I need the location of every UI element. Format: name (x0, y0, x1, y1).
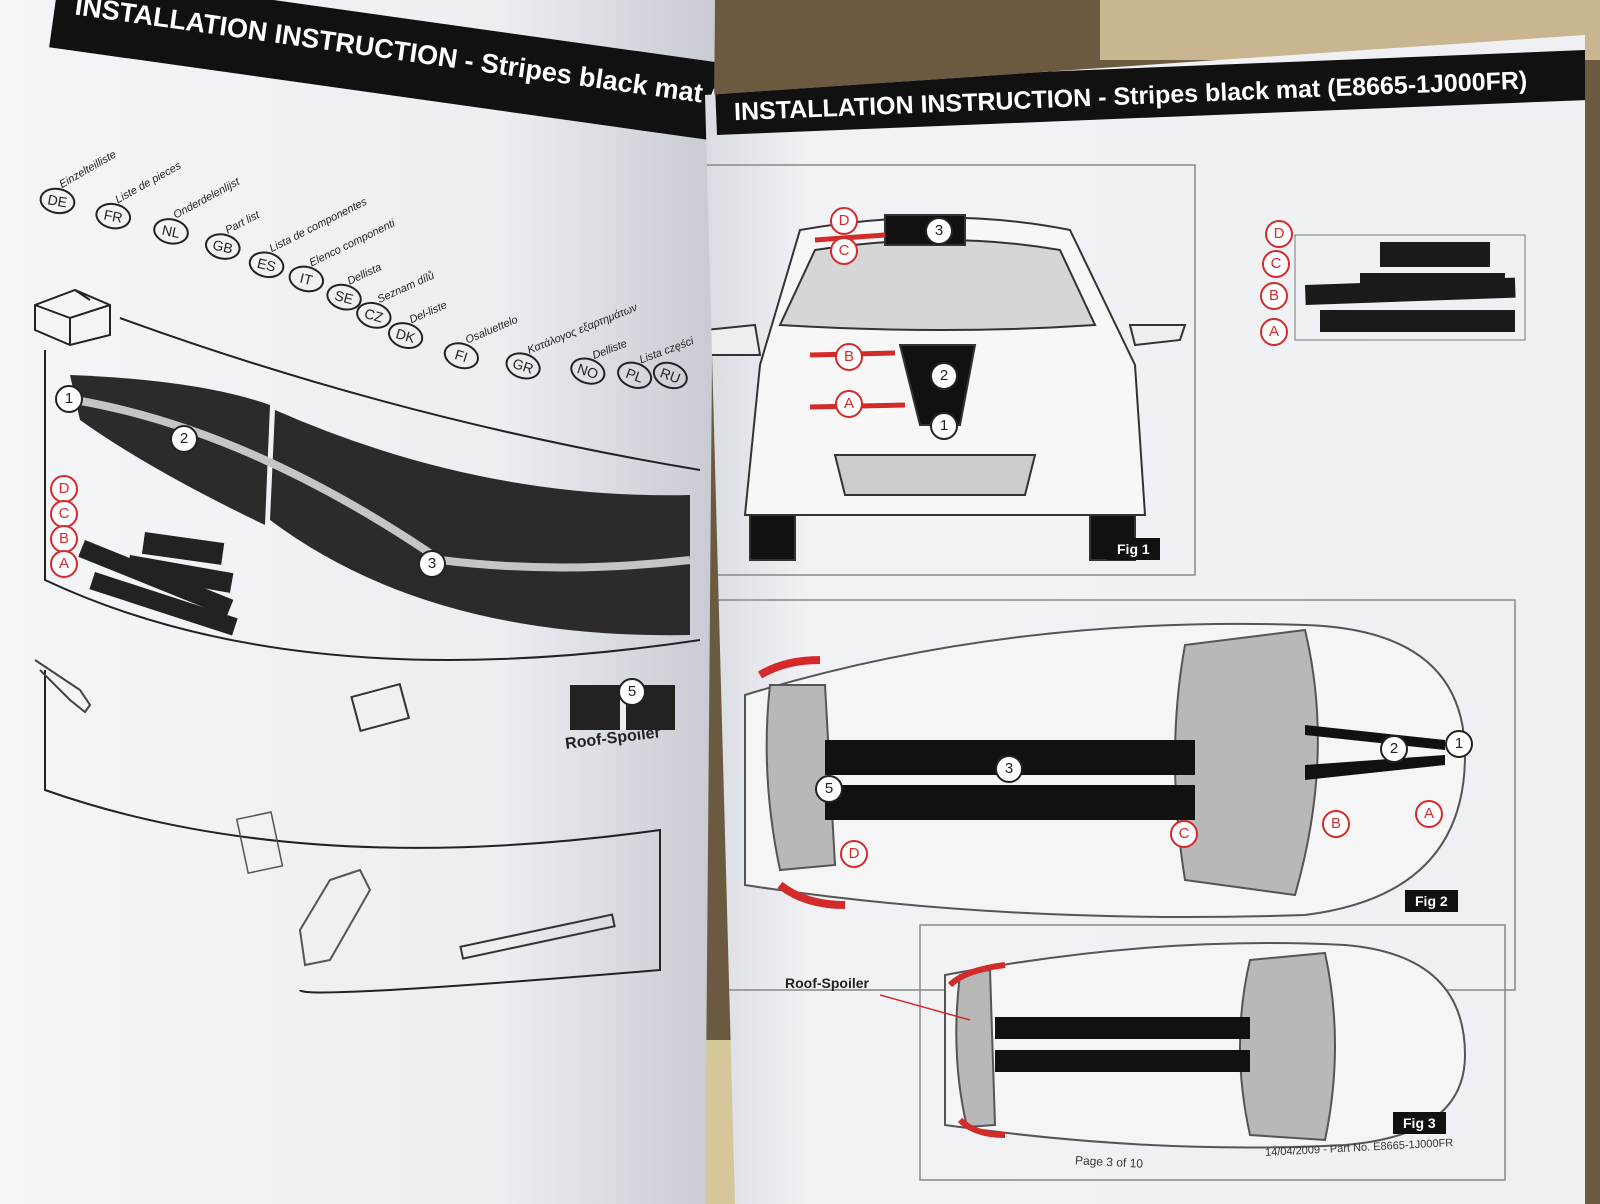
felt-icon (235, 811, 284, 875)
fig1-letter-marker: B (835, 343, 863, 371)
fig1-frame (705, 164, 1196, 576)
box-icon (34, 288, 111, 347)
fig1-marker-2: 2 (930, 362, 958, 390)
side-stripe-drawing (70, 375, 691, 636)
legend-letter-marker: D (1265, 220, 1293, 248)
fig3-frame (919, 924, 1506, 1181)
squeegee-icon (350, 682, 411, 733)
letter-marker: C (50, 500, 78, 528)
legend-letter-marker: B (1260, 282, 1288, 310)
spray-bottle-icon (298, 868, 372, 967)
part-marker-1: 1 (55, 385, 83, 413)
fig2-marker-D: D (840, 840, 868, 868)
letter-marker: B (50, 525, 78, 553)
legend-letter-marker: A (1260, 318, 1288, 346)
fig2-marker-A: A (1415, 800, 1443, 828)
fig2-label: Fig 2 (1405, 890, 1458, 912)
legend-letter-marker: C (1262, 250, 1290, 278)
divider-line (44, 670, 661, 994)
part-marker-2: 2 (170, 425, 198, 453)
part-marker-3: 3 (418, 550, 446, 578)
fig1-marker-3: 3 (925, 217, 953, 245)
parts-legend-drawing (1294, 234, 1526, 341)
divider-line (119, 317, 701, 471)
car-top-drawing (744, 622, 1467, 918)
fig2-marker-B: B (1322, 810, 1350, 838)
left-page: INSTALLATION INSTRUCTION - Stripes black… (0, 0, 715, 1204)
fig2-marker-4: 5 (815, 775, 843, 803)
fig1-letter-marker: A (835, 390, 863, 418)
letter-marker: D (50, 475, 78, 503)
trim-strip-icon (459, 913, 616, 960)
fig2-marker-2: 2 (1380, 735, 1408, 763)
fig3-roof-spoiler-callout: Roof-Spoiler (785, 975, 869, 991)
drill-icon (34, 659, 92, 714)
fig2-marker-3: 3 (995, 755, 1023, 783)
car-top-small-drawing (879, 942, 1467, 1149)
fig1-marker-1: 1 (930, 412, 958, 440)
left-diagram (34, 288, 701, 994)
right-page: INSTALLATION INSTRUCTION - Stripes black… (705, 35, 1585, 1204)
parts-legend-drawing (78, 532, 238, 636)
fig2-marker-C: C (1170, 820, 1198, 848)
fig2-marker-1: 1 (1445, 730, 1473, 758)
fig1-letter-marker: C (830, 237, 858, 265)
divider-line (44, 350, 701, 661)
fig1-label: Fig 1 (1107, 538, 1160, 560)
fig1-letter-marker: D (830, 207, 858, 235)
roof-spoiler-marker-5: 5 (618, 678, 646, 706)
letter-marker: A (50, 550, 78, 578)
fig3-label: Fig 3 (1393, 1112, 1446, 1134)
